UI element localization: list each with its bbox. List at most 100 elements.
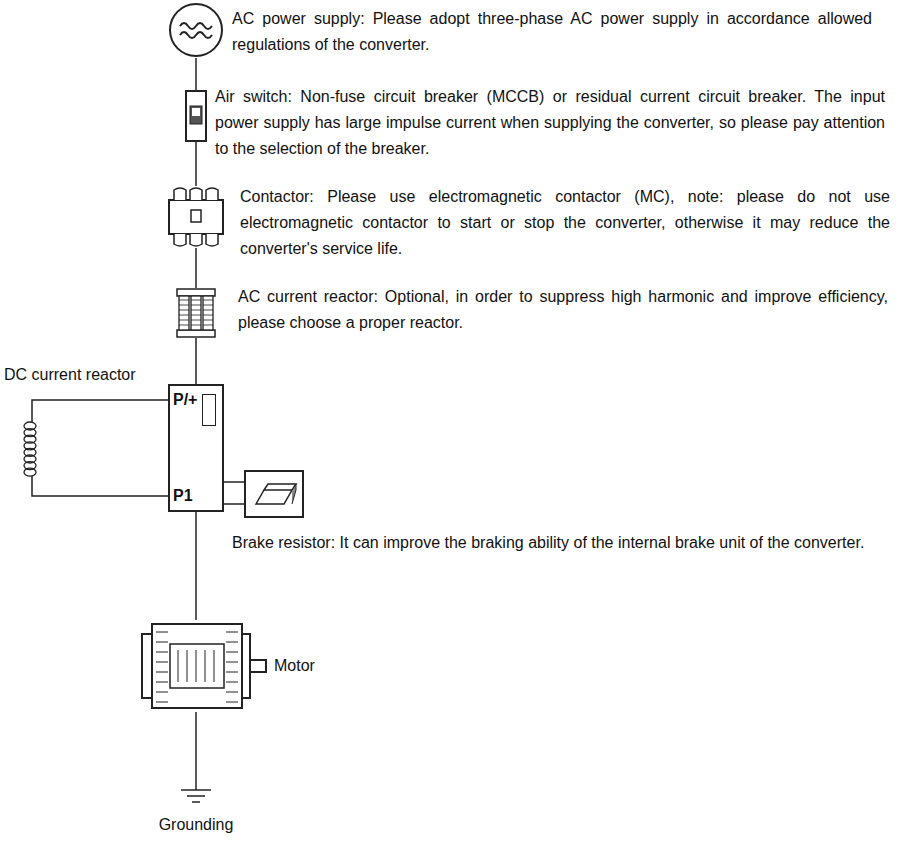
wire bbox=[32, 480, 168, 496]
terminal-label: P/+ bbox=[173, 390, 197, 410]
brake-resistor-icon-part bbox=[256, 490, 292, 504]
motor-icon bbox=[140, 620, 268, 712]
ground-symbol-icon bbox=[181, 780, 211, 804]
ac-reactor-icon-part bbox=[191, 315, 201, 316]
ground-symbol: Grounding bbox=[181, 780, 211, 804]
dc-reactor-coil-icon-part bbox=[31, 476, 33, 480]
ac-reactor-icon-part bbox=[191, 310, 201, 311]
ac-reactor-icon-part bbox=[203, 300, 213, 301]
ac-reactor-icon-part bbox=[203, 315, 213, 316]
air-switch-icon bbox=[185, 90, 207, 142]
air-switch: Air switch: Non-fuse circuit breaker (MC… bbox=[185, 90, 207, 142]
ac-reactor-icon-part bbox=[191, 305, 201, 306]
motor-icon-part bbox=[250, 660, 266, 672]
contactor-icon-part bbox=[206, 188, 218, 200]
component-note: Brake resistor: It can improve the braki… bbox=[232, 530, 892, 556]
power-supply-symbol-icon bbox=[168, 2, 224, 58]
wire bbox=[224, 503, 244, 505]
air-switch-icon-part bbox=[192, 108, 200, 116]
ac-reactor-icon-part bbox=[203, 296, 213, 330]
motor-icon-part bbox=[242, 634, 250, 698]
contactor-icon-part bbox=[169, 200, 223, 234]
converter-panel bbox=[202, 394, 216, 426]
brake-resistor: Brake resistor: It can improve the braki… bbox=[244, 470, 304, 518]
power-supply-symbol-icon-part bbox=[170, 4, 222, 56]
dc-reactor-coil-icon-part bbox=[31, 418, 33, 422]
air-switch-icon-part bbox=[186, 91, 206, 141]
wire bbox=[195, 512, 197, 620]
wire bbox=[224, 481, 244, 483]
wire bbox=[195, 58, 197, 90]
contactor-icon-part bbox=[191, 210, 201, 222]
ac-reactor-icon-part bbox=[179, 310, 189, 311]
ground-symbol-icon-part bbox=[181, 789, 211, 791]
motor-icon-part bbox=[226, 632, 238, 633]
contactor-icon-part bbox=[174, 234, 186, 246]
power-supply-symbol-icon-part bbox=[180, 32, 212, 38]
motor-icon-part bbox=[178, 650, 179, 682]
motor-icon-part bbox=[226, 692, 238, 693]
component-note: Motor bbox=[274, 653, 315, 679]
motor-icon-part bbox=[170, 644, 224, 688]
ac-reactor-icon-part bbox=[179, 325, 189, 326]
component-note: Air switch: Non-fuse circuit breaker (MC… bbox=[215, 84, 885, 162]
motor-icon-part bbox=[226, 662, 238, 663]
ac-reactor-icon-part bbox=[179, 305, 189, 306]
component-note: AC current reactor: Optional, in order t… bbox=[238, 284, 888, 336]
motor-icon-part bbox=[226, 682, 238, 683]
motor-icon-part bbox=[226, 672, 238, 673]
dc-reactor-coil-icon bbox=[22, 418, 42, 480]
ac-reactor-icon-part bbox=[179, 296, 189, 330]
motor-icon-part bbox=[156, 682, 168, 683]
motor-icon-part bbox=[156, 632, 168, 633]
brake-resistor-icon-part bbox=[245, 471, 303, 517]
ac-reactor-icon-part bbox=[191, 325, 201, 326]
ac-reactor-icon-part bbox=[191, 296, 201, 330]
contactor-icon bbox=[166, 186, 226, 248]
motor-icon-part bbox=[226, 702, 238, 703]
component-note: AC power supply: Please adopt three-phas… bbox=[232, 6, 872, 58]
motor-icon-part bbox=[156, 692, 168, 693]
dc-reactor-coil: DC current reactor bbox=[22, 418, 42, 480]
terminal-label: P1 bbox=[173, 486, 193, 506]
motor-icon-part bbox=[152, 624, 242, 708]
ac-reactor-icon-part bbox=[179, 300, 189, 301]
air-switch-icon-part bbox=[190, 106, 202, 124]
contactor: Contactor: Please use electromagnetic co… bbox=[166, 186, 226, 248]
ac-reactor-icon-part bbox=[177, 289, 215, 296]
motor-icon-part bbox=[196, 650, 197, 682]
contactor-icon-part bbox=[190, 234, 202, 246]
component-note: DC current reactor bbox=[4, 362, 136, 388]
contactor-icon-part bbox=[206, 234, 218, 246]
ac-reactor-icon-part bbox=[203, 305, 213, 306]
component-note: Grounding bbox=[146, 812, 246, 838]
motor-icon-part bbox=[156, 652, 168, 653]
brake-resistor-icon-part bbox=[292, 484, 296, 504]
motor-icon-part bbox=[142, 634, 152, 698]
ground-symbol-icon-part bbox=[192, 801, 200, 803]
motor-icon-part bbox=[156, 672, 168, 673]
wire bbox=[195, 338, 197, 384]
contactor-icon-part bbox=[190, 188, 202, 200]
ground-symbol-icon-part bbox=[195, 780, 197, 790]
ac-reactor-icon-part bbox=[177, 330, 215, 337]
brake-resistor-icon bbox=[244, 470, 304, 518]
ac-reactor-icon-part bbox=[203, 310, 213, 311]
ac-reactor-icon-part bbox=[191, 320, 201, 321]
contactor-icon-part bbox=[174, 188, 186, 200]
motor: Motor bbox=[140, 620, 268, 712]
ac-reactor-icon-part bbox=[191, 300, 201, 301]
wire bbox=[195, 712, 197, 780]
motor-icon-part bbox=[156, 702, 168, 703]
motor-icon-part bbox=[205, 650, 206, 682]
converter-box: P/+ P1 bbox=[168, 384, 224, 512]
motor-icon-part bbox=[226, 652, 238, 653]
ac-reactor-icon-part bbox=[179, 320, 189, 321]
motor-icon-part bbox=[187, 650, 188, 682]
ac-reactor-icon bbox=[176, 288, 216, 338]
power-supply-symbol-icon-part bbox=[180, 23, 212, 29]
ac-reactor-icon-part bbox=[203, 325, 213, 326]
component-note: Contactor: Please use electromagnetic co… bbox=[240, 184, 890, 262]
ac-reactor-icon-part bbox=[203, 320, 213, 321]
